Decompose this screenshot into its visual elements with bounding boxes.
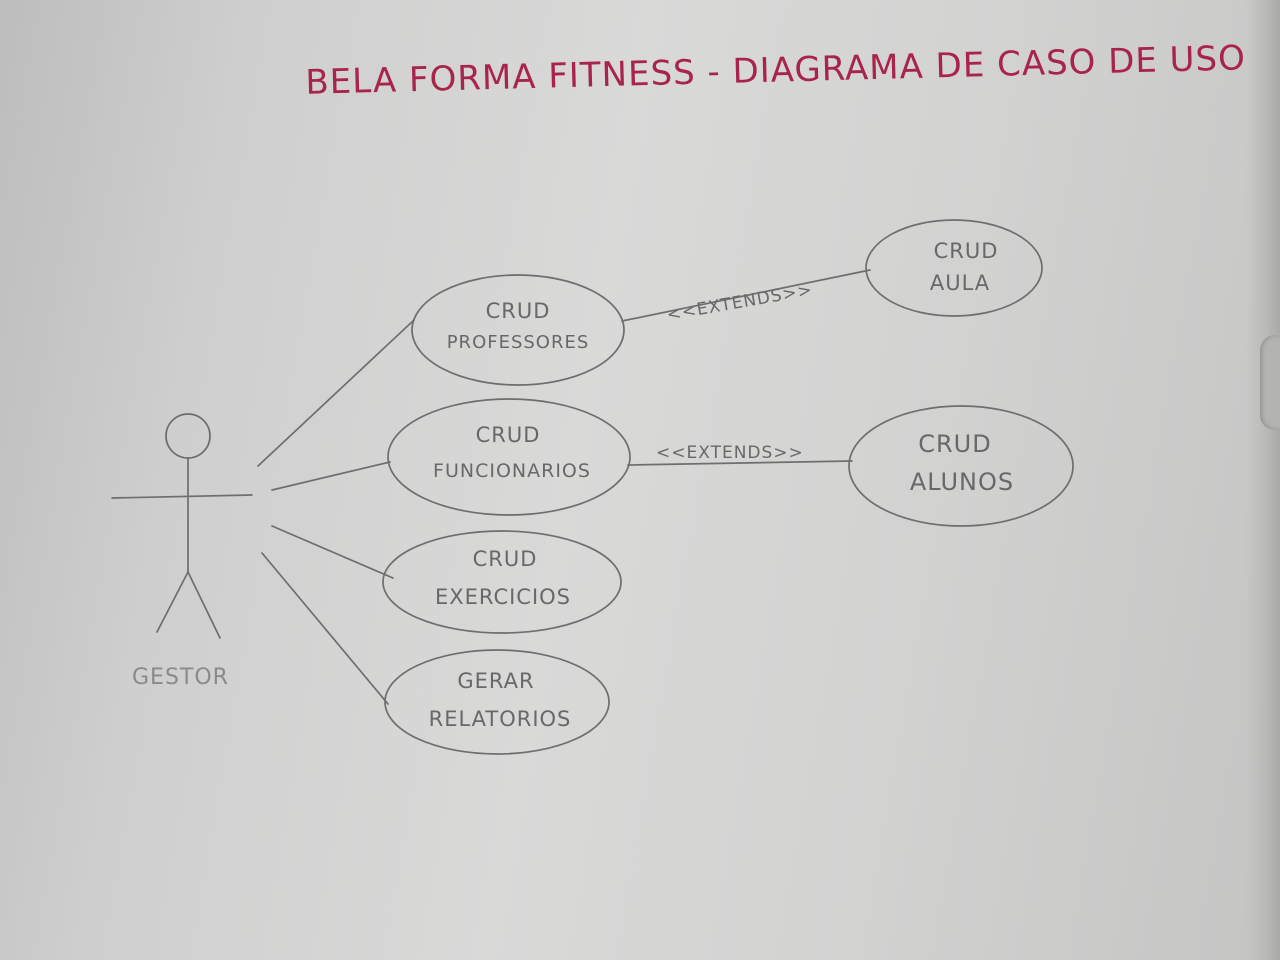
association-line-exercicios (271, 525, 394, 579)
use-case-ellipse (848, 405, 1074, 527)
use-case-ellipse (382, 530, 622, 634)
use-case-label-line2: FUNCIONARIOS (433, 460, 591, 482)
extends-label-aula: <<EXTENDS>> (665, 280, 814, 325)
association-line-funcionarios (271, 461, 391, 491)
diagram-title: BELA FORMA FITNESS - DIAGRAMA DE CASO DE… (305, 38, 1246, 103)
use-case-crud-funcionarios: CRUD FUNCIONARIOS (387, 398, 631, 516)
use-case-gerar-relatorios: GERAR RELATORIOS (384, 649, 610, 755)
actor-left-leg (156, 571, 189, 633)
actor-label: GESTOR (132, 665, 229, 690)
binder-hole (1260, 335, 1280, 430)
use-case-label-line2: EXERCICIOS (435, 585, 571, 609)
extends-line-aula (621, 269, 871, 322)
use-case-label-line2: ALUNOS (910, 468, 1014, 496)
use-case-ellipse (384, 649, 610, 755)
association-line-relatorios (261, 552, 389, 705)
use-case-ellipse (865, 219, 1043, 317)
use-case-label-line1: CRUD (486, 299, 551, 323)
use-case-label-line2: RELATORIOS (429, 707, 572, 731)
extends-line-alunos (627, 460, 853, 466)
actor-arms (111, 494, 253, 499)
actor-gestor: GESTOR (111, 413, 253, 690)
use-case-label-line1: GERAR (457, 669, 534, 693)
use-case-label-line1: CRUD (476, 423, 541, 447)
actor-head (165, 413, 211, 459)
use-case-label-line2: PROFESSORES (447, 332, 590, 353)
use-case-ellipse (387, 398, 631, 516)
use-case-label-line1: CRUD (918, 430, 991, 458)
use-case-crud-alunos: CRUD ALUNOS (848, 405, 1074, 527)
use-case-ellipse (411, 274, 625, 386)
use-case-label-line1: CRUD (473, 547, 538, 571)
use-case-crud-aula: CRUD AULA (865, 219, 1043, 317)
actor-right-leg (187, 571, 221, 639)
association-line-professores (257, 319, 415, 467)
use-case-crud-exercicios: CRUD EXERCICIOS (382, 530, 622, 634)
use-case-label-line2: AULA (930, 271, 990, 295)
use-case-label-line1: CRUD (934, 239, 999, 263)
extends-label-alunos: <<EXTENDS>> (656, 443, 804, 463)
paper-edge (1246, 0, 1280, 960)
use-case-crud-professores: CRUD PROFESSORES (411, 274, 625, 386)
